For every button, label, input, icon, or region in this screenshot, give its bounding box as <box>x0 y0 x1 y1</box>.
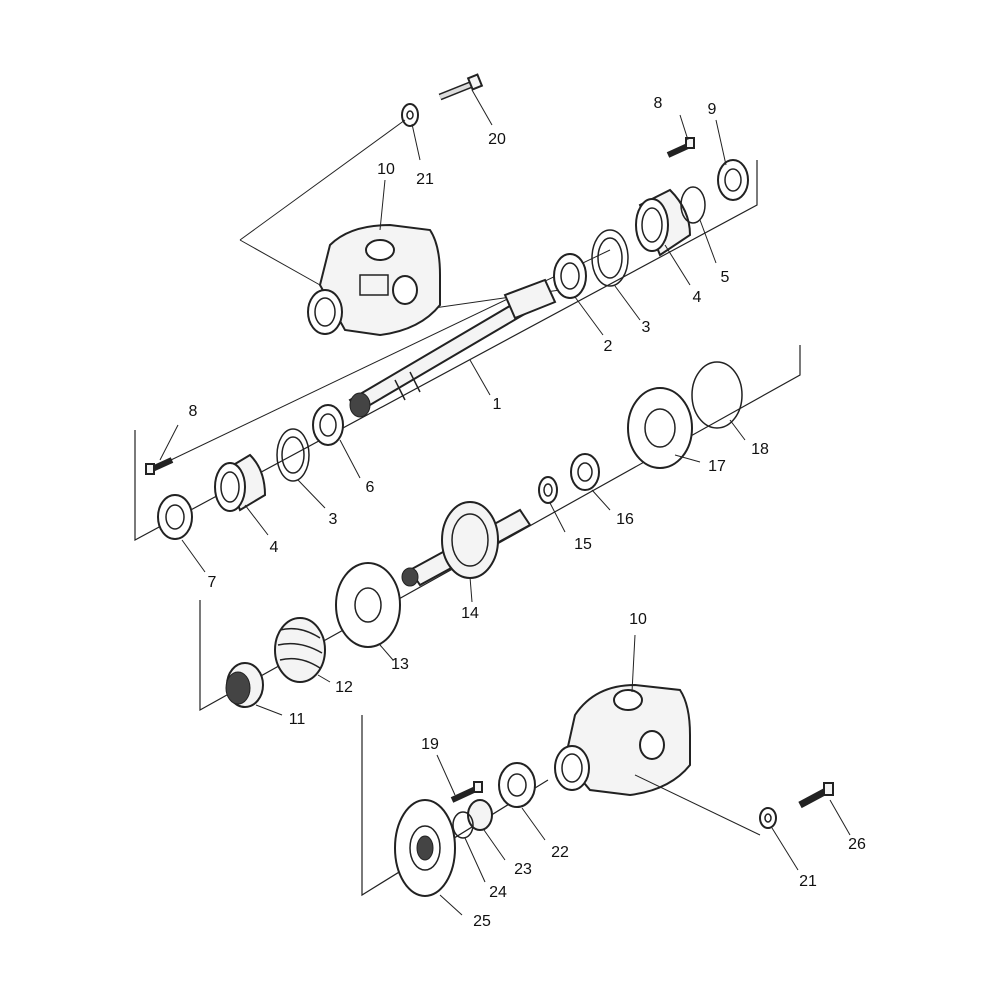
part-9-seal <box>717 159 749 201</box>
part-21-washer-bottom <box>759 807 777 829</box>
callout-4-left: 4 <box>269 539 279 556</box>
callout-leaders <box>159 89 851 916</box>
callout-1: 1 <box>492 396 502 413</box>
callout-15: 15 <box>574 536 592 553</box>
callout-21-top: 21 <box>416 171 434 188</box>
leader-housing-top-2 <box>239 239 321 286</box>
part-10-housing-top <box>307 223 441 337</box>
callout-10-bottom: 10 <box>629 611 647 628</box>
callout-4-top: 4 <box>692 289 702 306</box>
part-16-race <box>570 453 600 491</box>
part-3-gasket-left <box>276 428 310 482</box>
part-20-bolt <box>438 73 484 101</box>
part-7-seal <box>157 494 193 540</box>
part-21-washer-top <box>401 103 419 127</box>
leader-housing-bottom <box>634 774 761 836</box>
callout-10-top: 10 <box>377 161 395 178</box>
part-11-nut <box>225 662 264 708</box>
callout-2: 2 <box>603 338 613 355</box>
callout-17: 17 <box>708 458 726 475</box>
part-8-bolt-top <box>666 137 695 158</box>
callout-23: 23 <box>514 861 532 878</box>
part-2-bearing <box>553 253 587 299</box>
part-15-shim <box>538 476 558 504</box>
part-25-flange <box>394 799 456 897</box>
callout-6: 6 <box>365 479 375 496</box>
part-4-seal-housing-top <box>635 188 692 257</box>
part-17-bearing-large <box>627 387 693 469</box>
part-8-bolt-left <box>145 457 174 475</box>
part-3-gasket-top <box>591 229 629 287</box>
callout-18: 18 <box>751 441 769 458</box>
part-5-o-ring <box>680 186 706 224</box>
callout-7: 7 <box>207 574 217 591</box>
part-18-o-ring-large <box>691 361 743 429</box>
part-19-bolt <box>450 781 483 803</box>
callout-19: 19 <box>421 736 439 753</box>
part-10-housing-bottom <box>554 683 691 797</box>
frame-panel-top <box>134 160 758 542</box>
callout-3-left: 3 <box>328 511 338 528</box>
callout-20: 20 <box>488 131 506 148</box>
callout-3-top: 3 <box>641 319 651 336</box>
callout-26: 26 <box>848 836 866 853</box>
callout-25: 25 <box>473 913 491 930</box>
part-6-bearing <box>312 404 344 446</box>
part-22-seal <box>498 762 536 808</box>
callout-12: 12 <box>335 679 353 696</box>
part-23-bushing <box>467 799 493 831</box>
part-13-bearing <box>335 562 401 648</box>
part-1-shaft <box>348 278 557 418</box>
callout-22: 22 <box>551 844 569 861</box>
callout-16: 16 <box>616 511 634 528</box>
callout-14: 14 <box>461 605 479 622</box>
part-4-seal-housing-left <box>214 453 267 512</box>
callout-13: 13 <box>391 656 409 673</box>
callout-8-left: 8 <box>188 403 198 420</box>
callout-8-top: 8 <box>653 95 663 112</box>
callout-9: 9 <box>707 101 717 118</box>
part-12-spring <box>274 617 326 683</box>
leader-washer-housing-top <box>239 119 406 241</box>
callout-21-bottom: 21 <box>799 873 817 890</box>
callout-11: 11 <box>288 711 306 728</box>
callout-5: 5 <box>720 269 730 286</box>
part-26-bolt <box>798 782 834 809</box>
part-24-o-ring-small <box>452 811 474 839</box>
callout-24: 24 <box>489 884 507 901</box>
part-14-gear-shaft <box>401 501 532 587</box>
